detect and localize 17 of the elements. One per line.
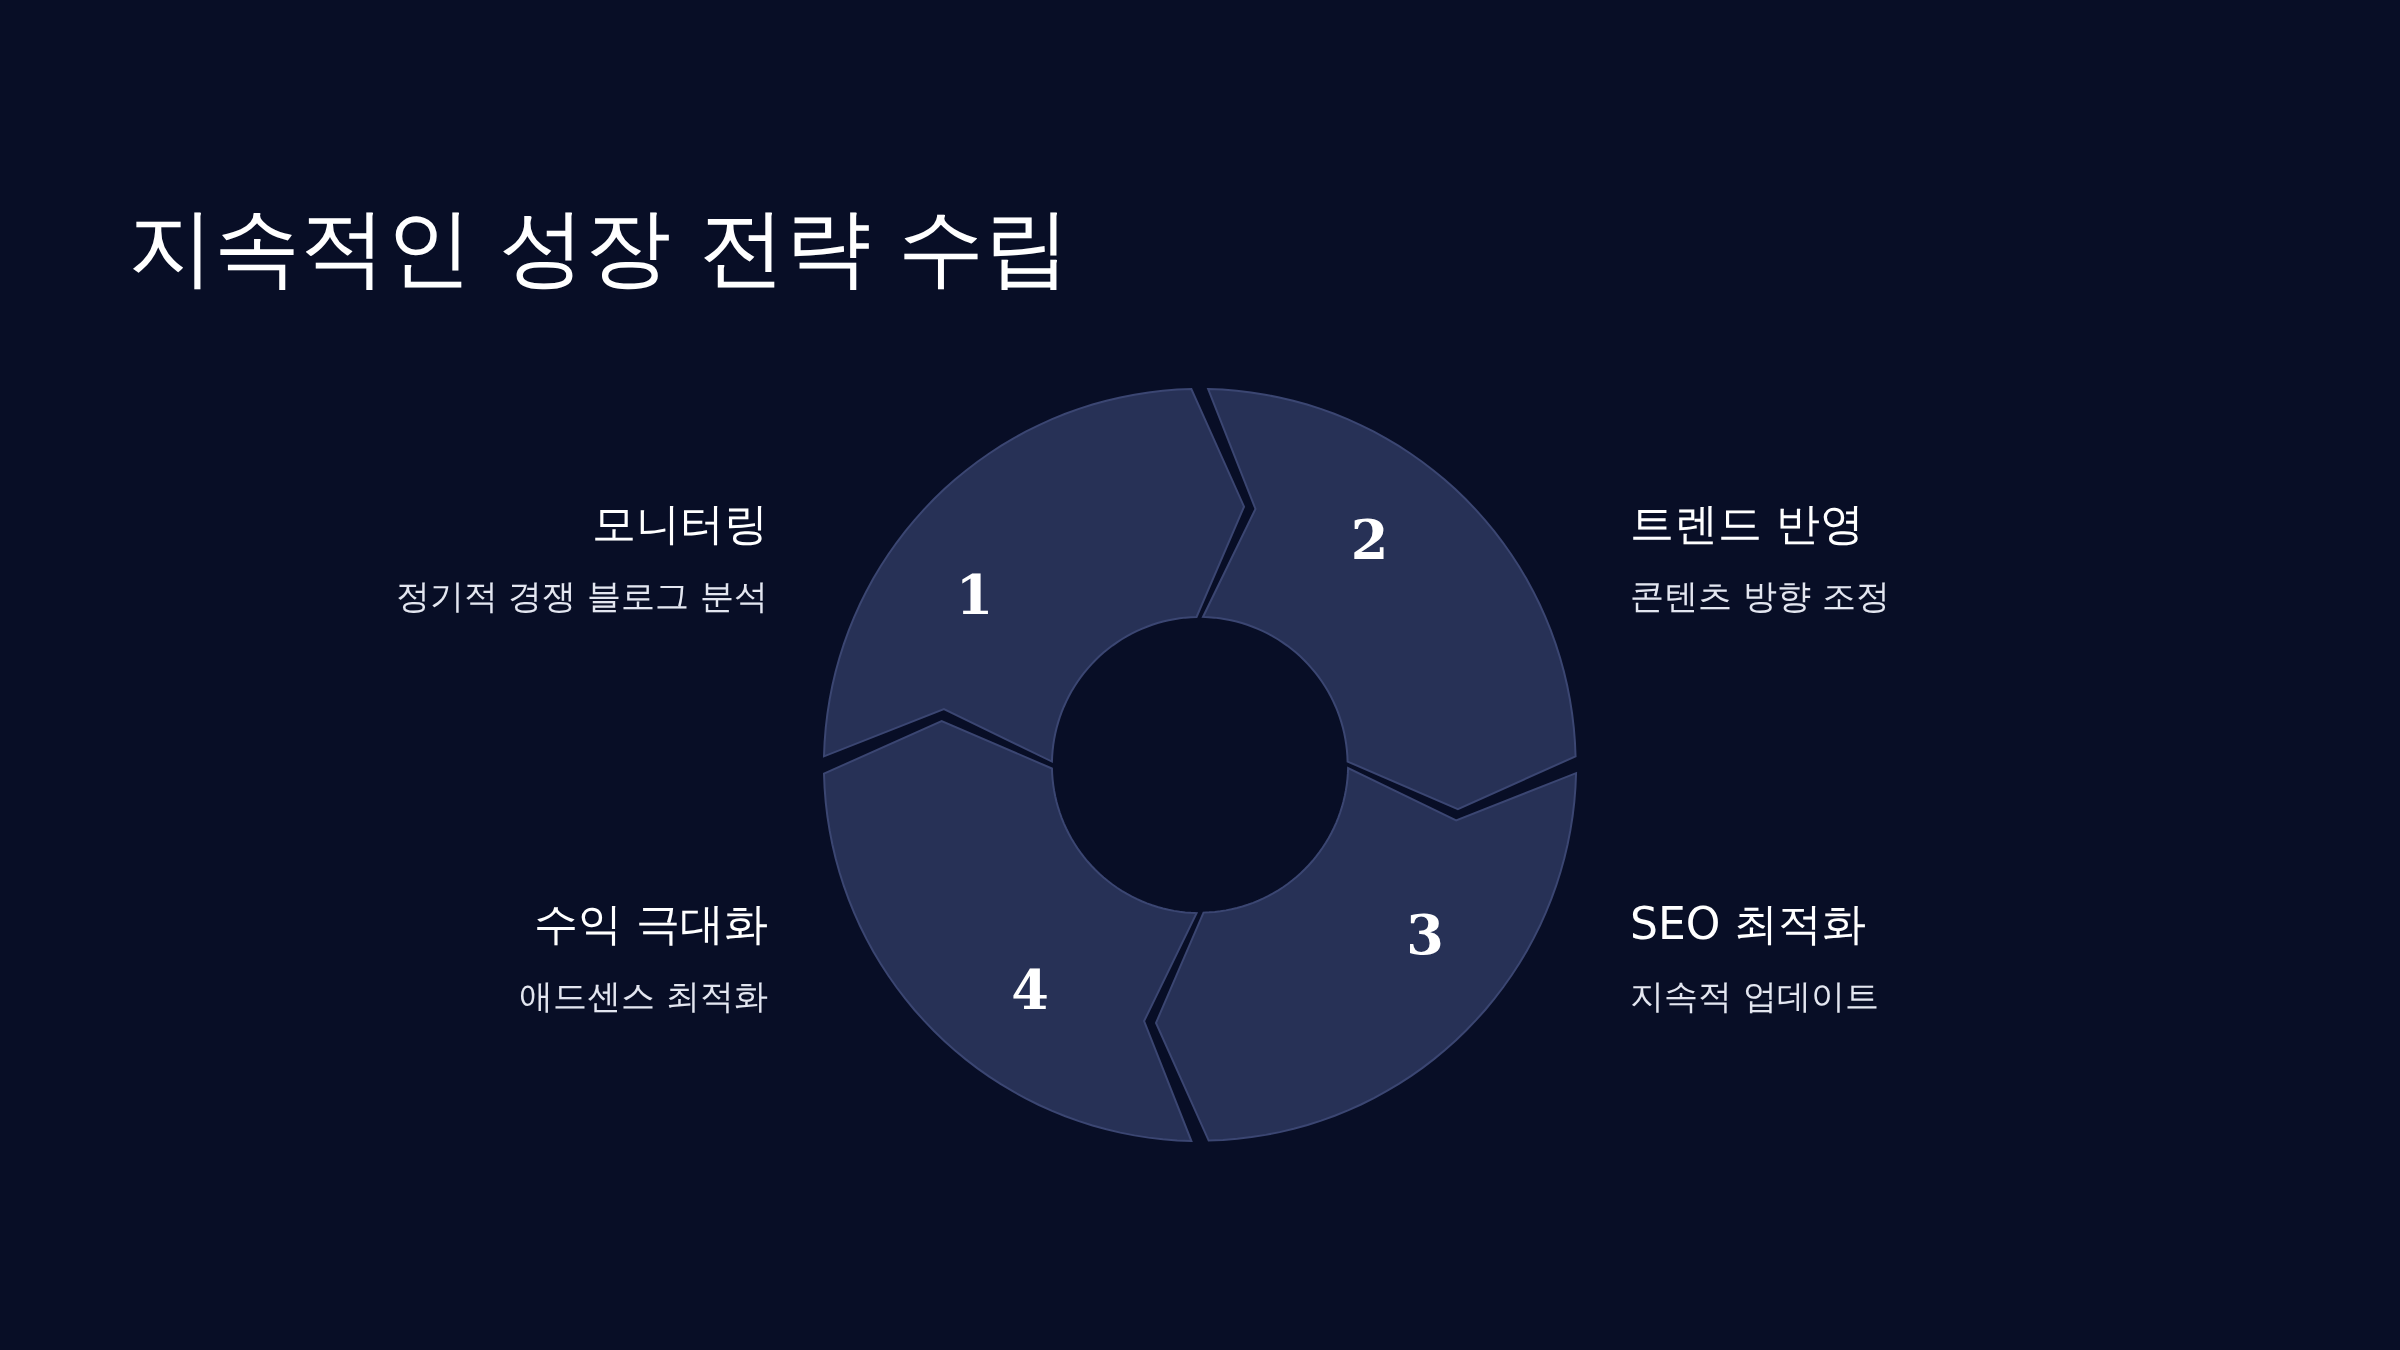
step-description: 애드센스 최적화: [519, 978, 768, 1016]
step-heading: 트렌드 반영: [1630, 500, 1864, 549]
step-heading: 수익 극대화: [534, 900, 768, 949]
step-heading: SEO 최적화: [1630, 900, 1867, 949]
cycle-segment: [1155, 768, 1576, 1141]
cycle-segment: [1203, 389, 1576, 810]
step-description: 지속적 업데이트: [1630, 978, 1879, 1016]
step-number: 2: [1350, 512, 1389, 567]
step-description: 정기적 경쟁 블로그 분석: [395, 578, 768, 616]
step-description: 콘텐츠 방향 조정: [1630, 578, 1890, 616]
step-number: 1: [955, 568, 994, 623]
step-number: 4: [1011, 963, 1049, 1018]
cycle-segment: [824, 389, 1245, 762]
slide-title: 지속적인 성장 전략 수립: [128, 200, 1070, 295]
step-number: 3: [1406, 907, 1444, 962]
step-heading: 모니터링: [592, 500, 768, 549]
cycle-segment: [824, 720, 1197, 1141]
